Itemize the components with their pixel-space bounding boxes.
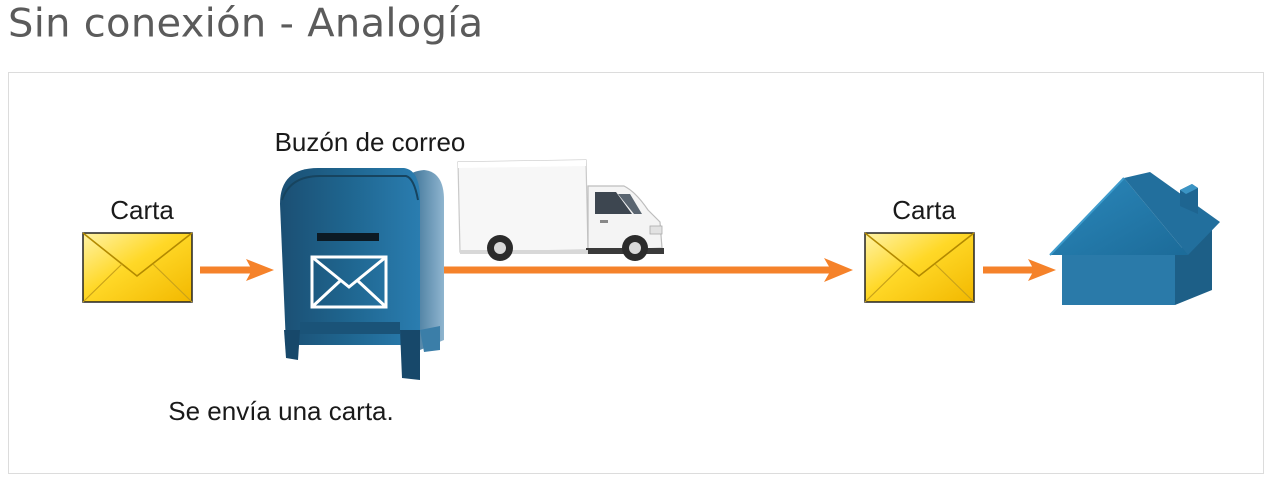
- envelope-icon: [864, 232, 975, 303]
- caption-label: Se envía una carta.: [168, 396, 393, 426]
- letter-left-label: Carta: [110, 195, 174, 225]
- page-title: Sin conexión - Analogía: [8, 1, 484, 47]
- arrow-to-house: [983, 259, 1056, 281]
- arrow-to-destination: [444, 258, 853, 282]
- house-icon: [1049, 172, 1220, 305]
- letter-right-label: Carta: [892, 195, 956, 225]
- arrow-to-mailbox: [200, 259, 274, 281]
- delivery-truck-icon: [457, 159, 664, 261]
- mailbox-icon: [280, 168, 444, 380]
- mailbox-label: Buzón de correo: [275, 127, 466, 157]
- envelope-icon: [82, 232, 193, 303]
